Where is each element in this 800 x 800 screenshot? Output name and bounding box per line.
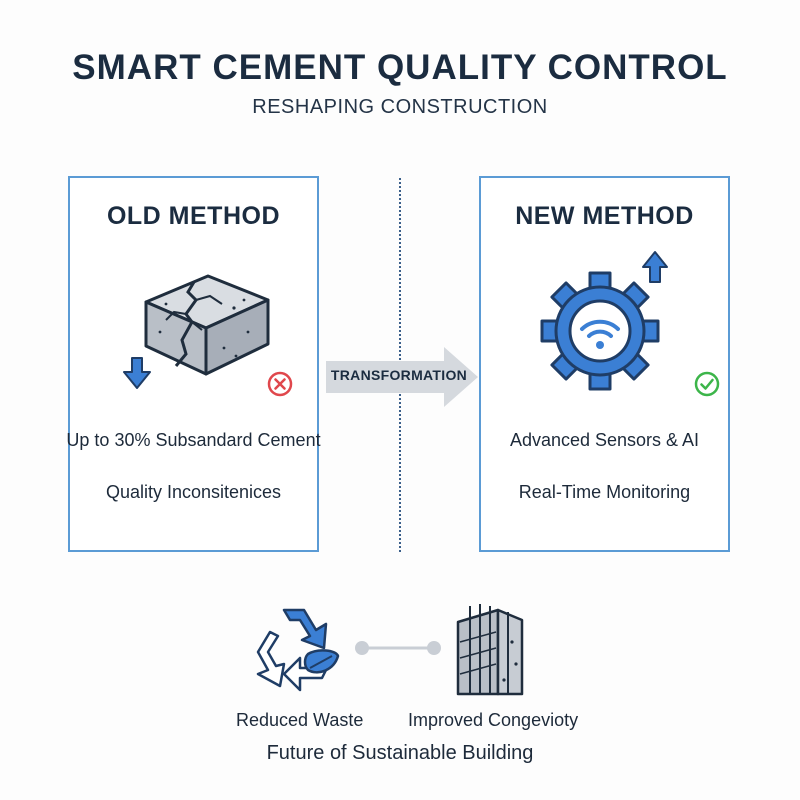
page-title: SMART CEMENT QUALITY CONTROL [72, 48, 728, 87]
transformation-label: TRANSFORMATION [330, 367, 468, 383]
improved-longevity-label: Improved Congevioty [408, 710, 579, 730]
new-method-line-1: Advanced Sensors & AI [509, 430, 700, 450]
down-arrow-icon [123, 357, 151, 389]
reduced-waste-label: Reduced Waste [236, 710, 364, 730]
old-method-line-2: Quality Inconsitenices [105, 482, 282, 502]
transformation-arrow-shape [326, 347, 478, 407]
recycle-leaf-icon [256, 608, 340, 692]
page-subtitle: RESHAPING CONSTRUCTION [252, 96, 548, 118]
footer-caption: Future of Sustainable Building [266, 742, 534, 764]
transformation-arrow: TRANSFORMATION [326, 345, 478, 409]
up-arrow-icon [642, 251, 668, 283]
old-method-panel: OLD METHOD Up to 30% Subsandard Cement Q… [66, 176, 321, 552]
x-circle-icon [267, 371, 293, 397]
new-method-line-2: Real-Time Monitoring [518, 482, 691, 502]
old-method-heading: OLD METHOD [106, 202, 281, 230]
benefit-connector [355, 641, 441, 655]
new-method-panel: NEW METHOD Advanced S [479, 176, 730, 552]
old-method-line-1: Up to 30% Subsandard Cement [66, 430, 321, 450]
reinforced-column-icon [456, 604, 524, 696]
cracked-concrete-block-icon [144, 274, 270, 376]
new-method-heading: NEW METHOD [515, 202, 694, 230]
check-circle-icon [694, 371, 720, 397]
wifi-gear-icon [540, 271, 660, 391]
